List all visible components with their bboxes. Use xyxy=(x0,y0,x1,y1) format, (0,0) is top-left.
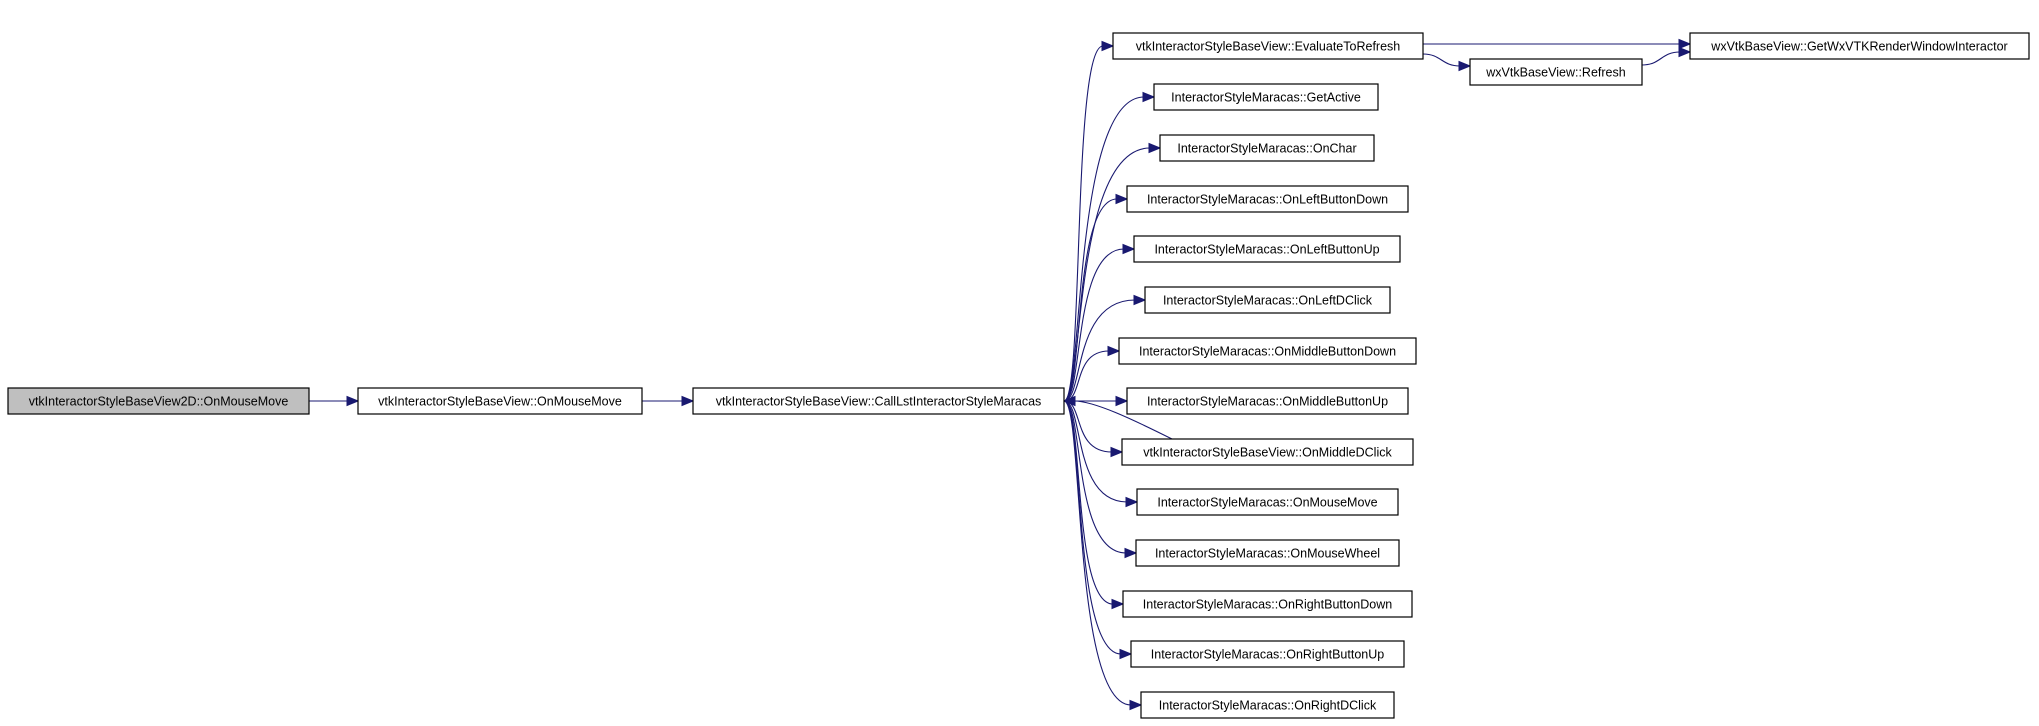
edge-arrowhead-calllst-to-onmiddledclick xyxy=(1110,446,1124,458)
node-onleftdown[interactable]: InteractorStyleMaracas::OnLeftButtonDown xyxy=(1126,185,1409,213)
edge-calllst-to-onmousemove2 xyxy=(1063,400,1128,503)
edge-calllst-to-onrightup xyxy=(1063,400,1122,655)
edge-arrowhead-calllst-to-onrightdclick xyxy=(1129,699,1143,711)
nodes-layer: vtkInteractorStyleBaseView2D::OnMouseMov… xyxy=(7,32,2030,719)
edge-arrowhead-evaluate-to-refresh xyxy=(1458,60,1472,72)
node-label: InteractorStyleMaracas::OnRightDClick xyxy=(1159,699,1377,713)
node-label: wxVtkBaseView::Refresh xyxy=(1485,66,1625,80)
node-box[interactable] xyxy=(1133,235,1401,263)
edge-arrowhead-calllst-to-onmousemove2 xyxy=(1125,496,1139,508)
node-onchar[interactable]: InteractorStyleMaracas::OnChar xyxy=(1159,134,1375,162)
edge-arrowhead-calllst-to-onmiddleup xyxy=(1115,395,1129,407)
node-label: InteractorStyleMaracas::OnMouseWheel xyxy=(1155,547,1380,561)
node-label: InteractorStyleMaracas::OnLeftButtonUp xyxy=(1154,243,1379,257)
edge-arrowhead-calllst-to-onmiddledown xyxy=(1107,345,1121,357)
node-label: InteractorStyleMaracas::OnRightButtonDow… xyxy=(1143,598,1392,612)
node-box[interactable] xyxy=(1159,134,1375,162)
node-label: vtkInteractorStyleBaseView::OnMiddleDCli… xyxy=(1143,446,1392,460)
node-label: InteractorStyleMaracas::OnRightButtonUp xyxy=(1151,648,1384,662)
node-box[interactable] xyxy=(1689,32,2030,60)
node-onrightup[interactable]: InteractorStyleMaracas::OnRightButtonUp xyxy=(1130,640,1405,668)
edge-calllst-to-evaluate xyxy=(1063,45,1104,402)
node-onmousewheel[interactable]: InteractorStyleMaracas::OnMouseWheel xyxy=(1135,539,1400,567)
node-box[interactable] xyxy=(1121,438,1414,466)
node-calllst[interactable]: vtkInteractorStyleBaseView::CallLstInter… xyxy=(692,387,1065,415)
node-box[interactable] xyxy=(1136,488,1399,516)
node-box[interactable] xyxy=(1126,387,1409,415)
edge-arrowhead-evaluate-to-getwx xyxy=(1678,38,1692,50)
edge-calllst-to-onleftup xyxy=(1063,248,1125,402)
edge-calllst-to-onrightdclick xyxy=(1063,400,1132,706)
node-box[interactable] xyxy=(1140,691,1395,719)
node-box[interactable] xyxy=(7,387,310,415)
node-box[interactable] xyxy=(1126,185,1409,213)
node-evaluate[interactable]: vtkInteractorStyleBaseView::EvaluateToRe… xyxy=(1112,32,1424,60)
edge-calllst-to-onleftdown xyxy=(1063,198,1118,402)
edges-layer xyxy=(309,38,1692,711)
edge-arrowhead-onmousemove-to-calllst xyxy=(681,395,695,407)
edge-calllst-to-onrightdown xyxy=(1063,400,1114,605)
node-refresh[interactable]: wxVtkBaseView::Refresh xyxy=(1469,58,1643,86)
node-box[interactable] xyxy=(1135,539,1400,567)
node-onmiddleup[interactable]: InteractorStyleMaracas::OnMiddleButtonUp xyxy=(1126,387,1409,415)
edge-arrowhead-calllst-to-onrightup xyxy=(1119,648,1133,660)
edge-arrowhead-refresh-to-getwx xyxy=(1678,46,1692,58)
edge-arrowhead-calllst-to-onleftdown xyxy=(1115,193,1129,205)
node-label: vtkInteractorStyleBaseView::CallLstInter… xyxy=(716,395,1042,409)
node-onmousemove2[interactable]: InteractorStyleMaracas::OnMouseMove xyxy=(1136,488,1399,516)
edge-arrowhead-calllst-to-onchar xyxy=(1148,142,1162,154)
node-onleftdclick[interactable]: InteractorStyleMaracas::OnLeftDClick xyxy=(1144,286,1391,314)
edge-arrowhead-onmiddledclick-to-calllst xyxy=(1062,395,1076,407)
edge-arrowhead-calllst-to-onrightdown xyxy=(1111,598,1125,610)
node-label: InteractorStyleMaracas::OnMouseMove xyxy=(1157,496,1377,510)
node-box[interactable] xyxy=(1153,83,1379,111)
edge-arrowhead-calllst-to-onmousewheel xyxy=(1124,547,1138,559)
edge-arrowhead-calllst-to-getactive xyxy=(1142,91,1156,103)
node-onmiddledown[interactable]: InteractorStyleMaracas::OnMiddleButtonDo… xyxy=(1118,337,1417,365)
node-label: vtkInteractorStyleBaseView::EvaluateToRe… xyxy=(1136,40,1401,54)
node-label: InteractorStyleMaracas::OnMiddleButtonDo… xyxy=(1139,345,1396,359)
node-onmiddledclick[interactable]: vtkInteractorStyleBaseView::OnMiddleDCli… xyxy=(1121,438,1414,466)
edge-refresh-to-getwx xyxy=(1641,51,1681,66)
node-onrightdclick[interactable]: InteractorStyleMaracas::OnRightDClick xyxy=(1140,691,1395,719)
edge-onmiddledclick-to-calllst xyxy=(1073,400,1173,440)
node-root[interactable]: vtkInteractorStyleBaseView2D::OnMouseMov… xyxy=(7,387,310,415)
node-getwx[interactable]: wxVtkBaseView::GetWxVTKRenderWindowInter… xyxy=(1689,32,2030,60)
edge-calllst-to-getactive xyxy=(1063,96,1145,402)
node-label: InteractorStyleMaracas::OnLeftButtonDown xyxy=(1147,193,1388,207)
node-label: wxVtkBaseView::GetWxVTKRenderWindowInter… xyxy=(1710,40,2007,54)
edge-evaluate-to-refresh xyxy=(1422,53,1461,67)
node-label: vtkInteractorStyleBaseView2D::OnMouseMov… xyxy=(29,395,289,409)
node-label: InteractorStyleMaracas::OnMiddleButtonUp xyxy=(1147,395,1388,409)
node-label: InteractorStyleMaracas::GetActive xyxy=(1171,91,1361,105)
edge-arrowhead-root-to-onmousemove xyxy=(346,395,360,407)
node-label: vtkInteractorStyleBaseView::OnMouseMove xyxy=(378,395,622,409)
node-box[interactable] xyxy=(1130,640,1405,668)
node-box[interactable] xyxy=(357,387,643,415)
node-onleftup[interactable]: InteractorStyleMaracas::OnLeftButtonUp xyxy=(1133,235,1401,263)
edge-arrowhead-calllst-to-onleftup xyxy=(1122,243,1136,255)
node-box[interactable] xyxy=(1144,286,1391,314)
node-label: InteractorStyleMaracas::OnChar xyxy=(1177,142,1356,156)
node-onmousemove[interactable]: vtkInteractorStyleBaseView::OnMouseMove xyxy=(357,387,643,415)
edge-arrowhead-calllst-to-onleftdclick xyxy=(1133,294,1147,306)
node-box[interactable] xyxy=(1469,58,1643,86)
edge-arrowhead-calllst-to-evaluate xyxy=(1101,40,1115,52)
node-box[interactable] xyxy=(692,387,1065,415)
edge-calllst-to-onleftdclick xyxy=(1063,299,1136,402)
edge-calllst-to-onchar xyxy=(1063,147,1151,402)
node-label: InteractorStyleMaracas::OnLeftDClick xyxy=(1163,294,1373,308)
node-getactive[interactable]: InteractorStyleMaracas::GetActive xyxy=(1153,83,1379,111)
node-onrightdown[interactable]: InteractorStyleMaracas::OnRightButtonDow… xyxy=(1122,590,1413,618)
node-box[interactable] xyxy=(1112,32,1424,60)
edge-calllst-to-onmousewheel xyxy=(1063,400,1127,554)
node-box[interactable] xyxy=(1122,590,1413,618)
node-box[interactable] xyxy=(1118,337,1417,365)
